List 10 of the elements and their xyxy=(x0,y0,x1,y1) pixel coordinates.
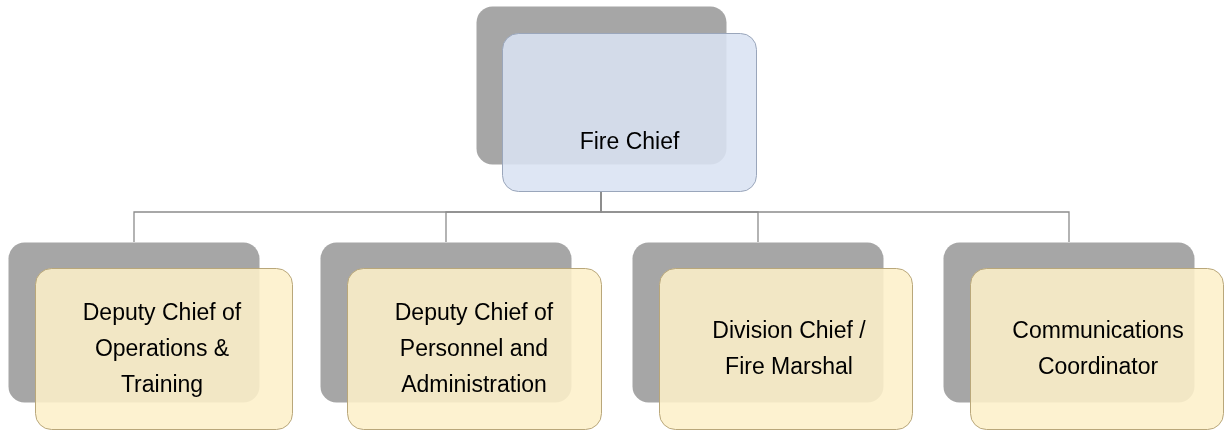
org-chart-box xyxy=(320,242,602,430)
box-label: Deputy Chief of Personnel and Administration xyxy=(393,298,555,399)
box-label: Division Chief / Fire Marshal xyxy=(711,316,867,381)
org-chart-box xyxy=(943,242,1225,430)
box-label: Communications Coordinator xyxy=(1011,316,1185,381)
box-label: Deputy Chief of Operations & Training xyxy=(81,298,243,399)
box-label: Fire Chief xyxy=(579,127,680,156)
org-chart-box xyxy=(8,242,293,430)
org-chart-box xyxy=(476,6,757,192)
org-chart-box xyxy=(632,242,913,430)
